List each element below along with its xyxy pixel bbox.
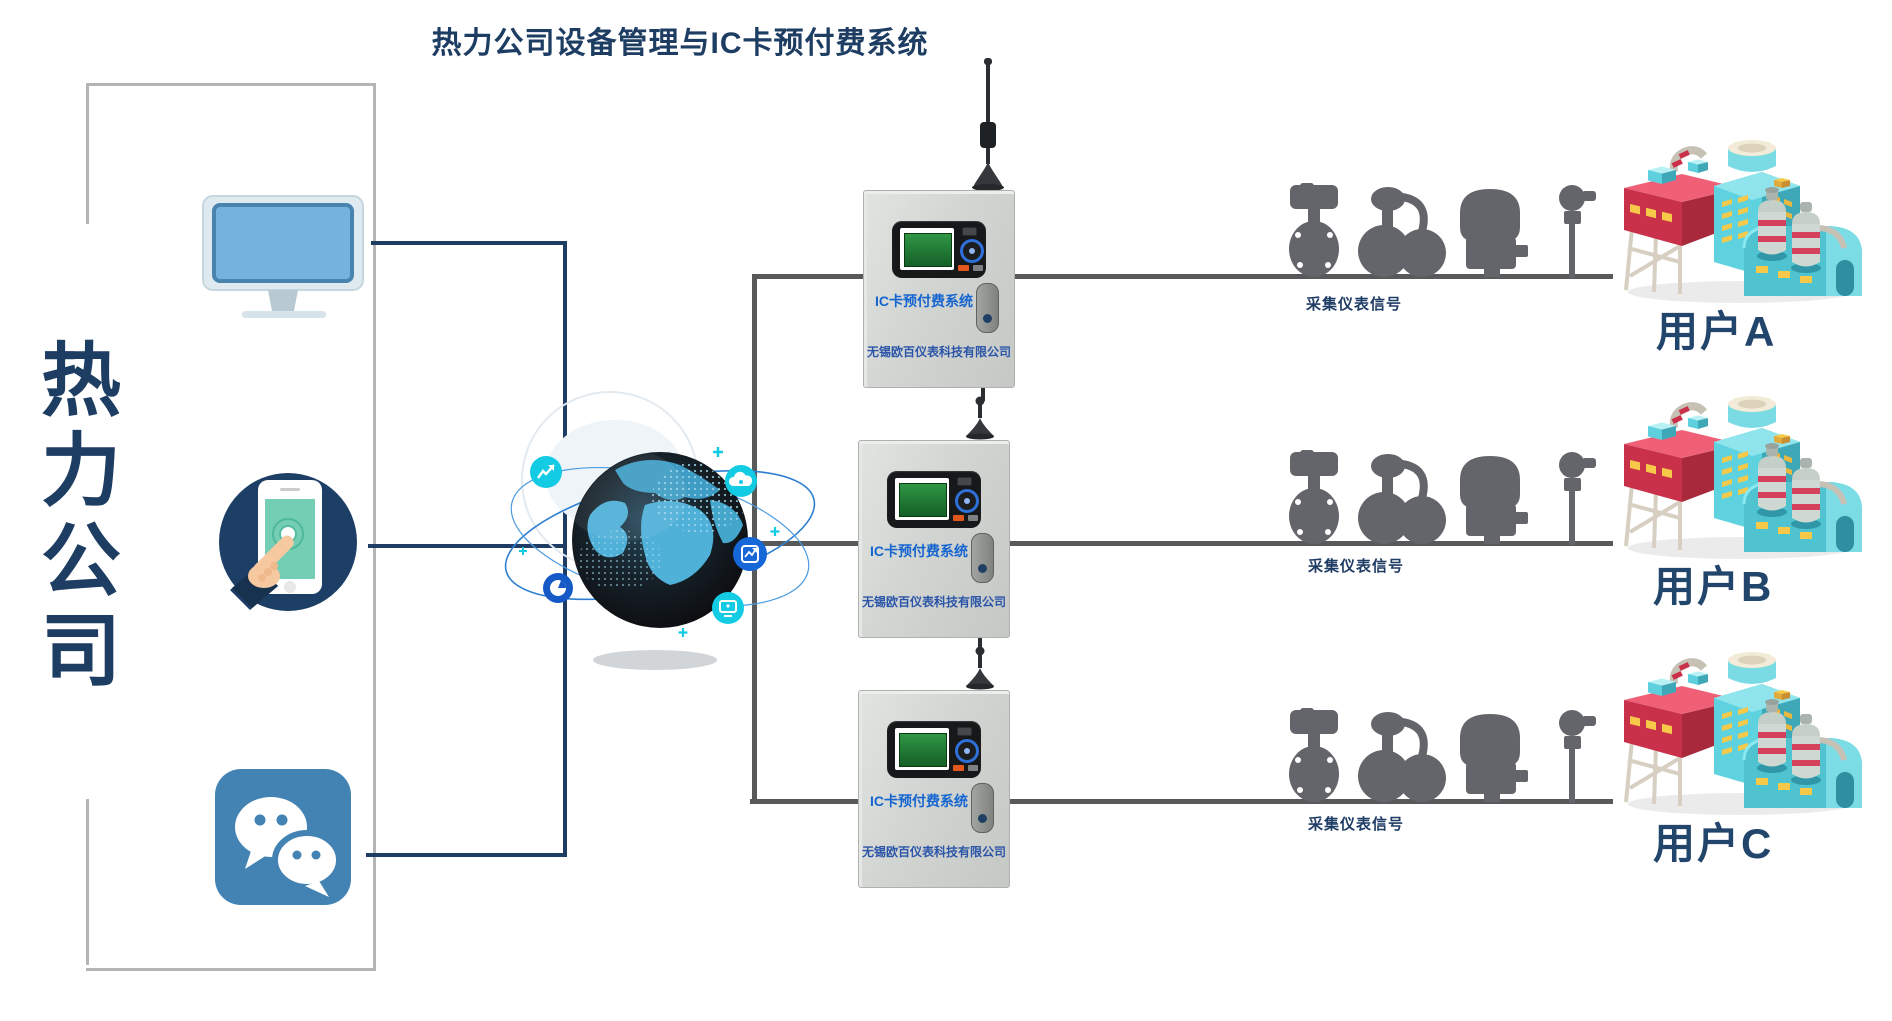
trend-chart-icon bbox=[733, 537, 767, 571]
signal-label-row3: 采集仪表信号 bbox=[1308, 816, 1405, 833]
connector-phone-line bbox=[368, 544, 565, 548]
device1-top-button bbox=[962, 227, 977, 236]
connector-device3-left-line bbox=[750, 799, 858, 804]
device-box-1: IC卡预付费系统 无锡欧百仪表科技有限公司 bbox=[863, 190, 1015, 388]
device-box-2: IC卡预付费系统 无锡欧百仪表科技有限公司 bbox=[858, 440, 1010, 638]
device3-gray-button bbox=[968, 765, 978, 771]
device1-vendor: 无锡欧百仪表科技有限公司 bbox=[866, 345, 1011, 359]
device2-lcd-screen bbox=[899, 483, 947, 517]
globe-network-icon bbox=[504, 391, 816, 670]
pointing-hand bbox=[230, 535, 294, 610]
device2-screen-bezel bbox=[895, 478, 949, 520]
device3-orange-button bbox=[953, 765, 964, 771]
pie-chart-icon bbox=[543, 573, 573, 603]
device1-display-panel bbox=[892, 221, 986, 278]
antenna-device2 bbox=[962, 396, 998, 440]
heat-company-name: 热力公司 bbox=[30, 338, 119, 698]
user-b-label: 用户B bbox=[1653, 563, 1774, 610]
device-box-3: IC卡预付费系统 无锡欧百仪表科技有限公司 bbox=[858, 690, 1010, 888]
desktop-monitor-icon bbox=[202, 195, 364, 318]
instruments-row3 bbox=[1288, 708, 1608, 804]
device2-orange-button bbox=[953, 515, 964, 521]
device1-dpad bbox=[960, 239, 984, 263]
factory-user-c bbox=[1622, 640, 1872, 820]
device2-gray-button bbox=[968, 515, 978, 521]
connector-device1-left-line bbox=[752, 274, 863, 279]
line-chart-icon bbox=[530, 456, 562, 488]
device2-vendor: 无锡欧百仪表科技有限公司 bbox=[861, 595, 1006, 609]
device3-vendor: 无锡欧百仪表科技有限公司 bbox=[861, 845, 1006, 859]
connector-monitor-line bbox=[371, 241, 565, 245]
wire-device1-bottom bbox=[981, 388, 985, 401]
device2-display-panel bbox=[887, 471, 981, 528]
bracket-left-bottom-segment bbox=[86, 799, 89, 965]
device1-lcd-screen bbox=[904, 233, 952, 267]
wechat-icon bbox=[215, 769, 351, 905]
device2-dpad bbox=[955, 489, 979, 513]
factory-user-a bbox=[1622, 128, 1872, 308]
device1-label: IC卡预付费系统 bbox=[875, 293, 973, 309]
antenna-device1 bbox=[970, 58, 1006, 192]
signal-label-row2: 采集仪表信号 bbox=[1308, 558, 1405, 575]
device3-screen-bezel bbox=[895, 728, 949, 770]
signal-label-row1: 采集仪表信号 bbox=[1306, 296, 1403, 313]
device2-lock-dot bbox=[978, 564, 987, 573]
device3-lcd-screen bbox=[899, 733, 947, 767]
phone-touch-icon bbox=[219, 473, 357, 611]
device3-display-panel bbox=[887, 721, 981, 778]
bracket-left-top-segment bbox=[86, 83, 89, 224]
instruments-row2 bbox=[1288, 450, 1608, 546]
factory-user-b bbox=[1622, 384, 1872, 564]
connector-vertical-bus-navy bbox=[563, 241, 567, 857]
device3-handle bbox=[971, 783, 994, 833]
device2-label: IC卡预付费系统 bbox=[870, 543, 968, 559]
device1-gray-button bbox=[973, 265, 983, 271]
device1-orange-button bbox=[958, 265, 969, 271]
device3-dpad bbox=[955, 739, 979, 763]
device3-label: IC卡预付费系统 bbox=[870, 793, 968, 809]
cloud-icon bbox=[725, 465, 757, 497]
device3-lock-dot bbox=[978, 814, 987, 823]
device2-top-button bbox=[957, 477, 972, 486]
device1-handle bbox=[976, 283, 999, 333]
user-a-label: 用户A bbox=[1656, 308, 1777, 355]
monitor-icon bbox=[712, 592, 744, 624]
device1-screen-bezel bbox=[900, 228, 954, 270]
heat-company-bracket bbox=[86, 83, 376, 971]
connector-wechat-line bbox=[366, 853, 565, 857]
device2-handle bbox=[971, 533, 994, 583]
device3-top-button bbox=[957, 727, 972, 736]
instruments-row1 bbox=[1288, 183, 1608, 279]
antenna-device3 bbox=[962, 646, 998, 690]
device1-lock-dot bbox=[983, 314, 992, 323]
sparkles bbox=[519, 447, 780, 637]
connector-device2-left-line bbox=[752, 541, 858, 546]
user-c-label: 用户C bbox=[1653, 820, 1774, 867]
page-title: 热力公司设备管理与IC卡预付费系统 bbox=[431, 27, 929, 60]
wire-device2-bottom bbox=[978, 636, 982, 649]
